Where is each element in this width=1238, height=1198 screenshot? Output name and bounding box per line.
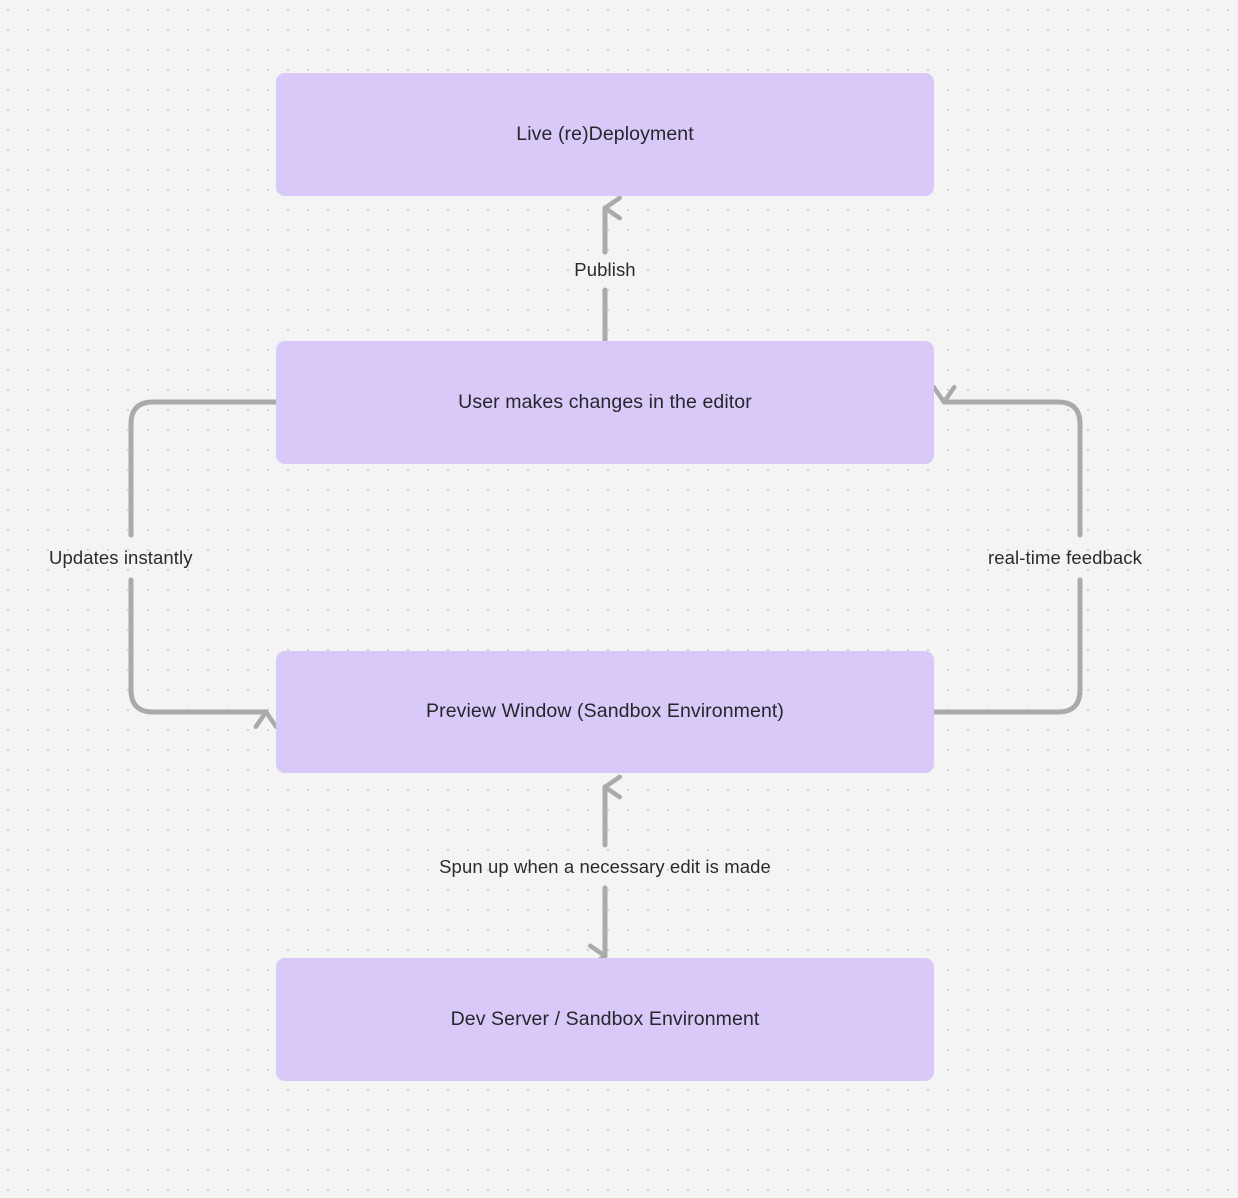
node-dev-server[interactable]: Dev Server / Sandbox Environment	[276, 958, 934, 1081]
node-label: User makes changes in the editor	[458, 390, 752, 413]
node-live-deployment[interactable]: Live (re)Deployment	[276, 73, 934, 196]
node-label: Live (re)Deployment	[516, 122, 694, 145]
node-preview-window[interactable]: Preview Window (Sandbox Environment)	[276, 651, 934, 773]
node-user-edits[interactable]: User makes changes in the editor	[276, 341, 934, 464]
node-label: Preview Window (Sandbox Environment)	[426, 700, 784, 723]
edge-label-updates-instantly: Updates instantly	[49, 546, 193, 568]
edge-label-publish: Publish	[574, 258, 636, 280]
edge-label-spun-up: Spun up when a necessary edit is made	[439, 855, 771, 877]
edge-label-real-time-feedback: real-time feedback	[988, 546, 1142, 568]
node-label: Dev Server / Sandbox Environment	[450, 1007, 760, 1030]
